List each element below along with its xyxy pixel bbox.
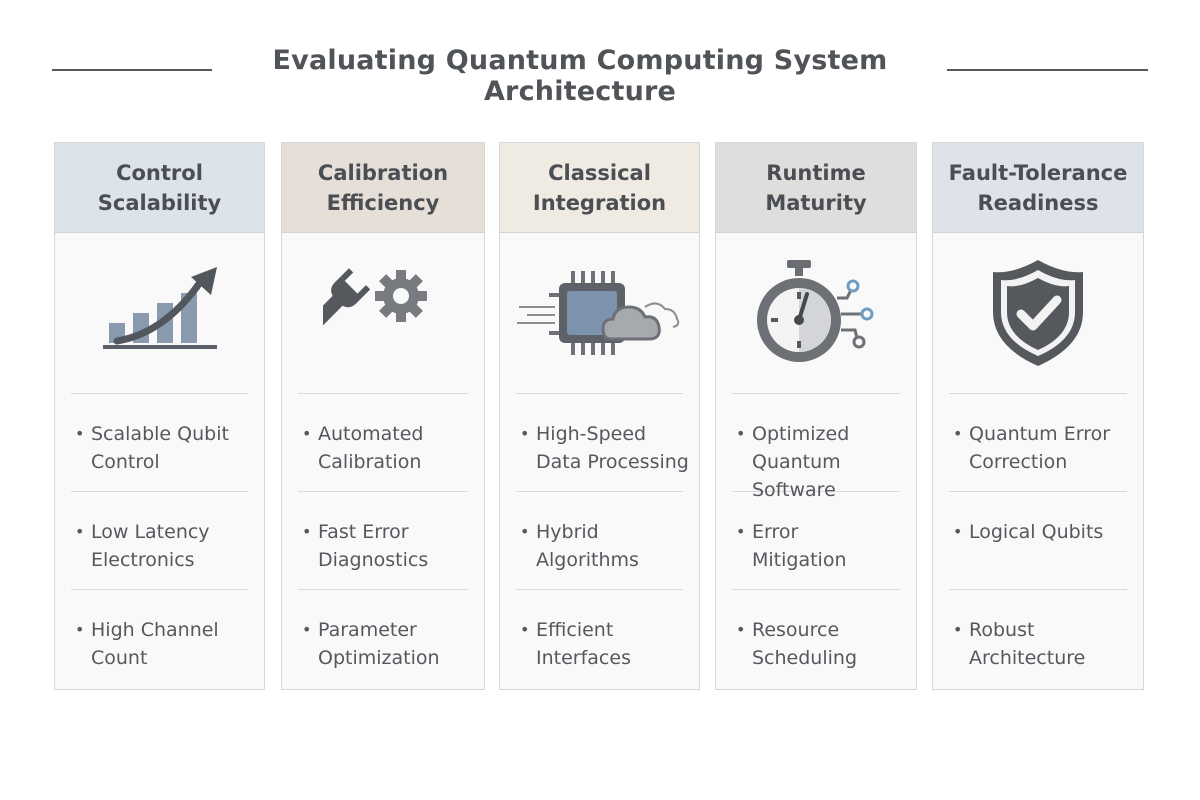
growth-chart-icon	[102, 267, 217, 349]
icon-area	[716, 233, 916, 393]
column-fault-tolerance-readiness: Fault-Tolerance Readiness •Quantum Error…	[932, 142, 1144, 690]
divider	[71, 491, 248, 492]
divider	[71, 589, 248, 590]
list-item: •Parameter Optimization	[302, 619, 440, 669]
column-heading: Calibration Efficiency	[282, 143, 484, 233]
list-item: •Robust Architecture	[953, 619, 1086, 669]
divider	[949, 491, 1127, 492]
divider	[516, 393, 683, 394]
column-heading: Runtime Maturity	[716, 143, 916, 233]
column-control-scalability: Control Scalability •Scalable Qubit Cont…	[54, 142, 265, 690]
wrench-gear-icon	[323, 268, 427, 348]
title-rule-right	[947, 69, 1148, 71]
divider	[71, 393, 248, 394]
icon-area	[933, 233, 1143, 393]
divider	[298, 491, 468, 492]
list-item: •Optimized Quantum Software	[736, 423, 850, 501]
list-item: •Resource Scheduling	[736, 619, 858, 669]
divider	[732, 491, 900, 492]
list-item: •Quantum Error Correction	[953, 423, 1111, 473]
list-item: •High Channel Count	[75, 619, 219, 669]
divider	[732, 589, 900, 590]
divider	[298, 589, 468, 590]
column-heading: Control Scalability	[55, 143, 264, 233]
divider	[949, 589, 1127, 590]
column-heading: Classical Integration	[500, 143, 699, 233]
list-item: •Hybrid Algorithms	[520, 521, 639, 571]
divider	[516, 491, 683, 492]
column-runtime-maturity: Runtime Maturity •Optimized Quantum Soft…	[715, 142, 917, 690]
list-item: •Low Latency Electronics	[75, 521, 210, 571]
divider	[732, 393, 900, 394]
list-item: •Scalable Qubit Control	[75, 423, 229, 473]
title-row: Evaluating Quantum Computing System Arch…	[0, 40, 1200, 107]
title-rule-left	[52, 69, 212, 71]
divider	[516, 589, 683, 590]
icon-area	[55, 233, 264, 393]
list-item: •Efficient Interfaces	[520, 619, 631, 669]
list-item: •High-Speed Data Processing	[520, 423, 689, 473]
list-item: •Automated Calibration	[302, 423, 424, 473]
page-title: Evaluating Quantum Computing System Arch…	[272, 45, 888, 107]
shield-check-icon	[993, 259, 1083, 366]
icon-area	[282, 233, 484, 393]
stopwatch-icon	[757, 260, 874, 362]
list-item: •Fast Error Diagnostics	[302, 521, 429, 571]
chip-cloud-icon	[516, 271, 679, 355]
column-heading: Fault-Tolerance Readiness	[933, 143, 1143, 233]
column-classical-integration: Classical Integration •High-Speed	[499, 142, 700, 690]
list-item: •Logical Qubits	[953, 521, 1104, 543]
list-item: •Error Mitigation	[736, 521, 847, 571]
divider	[298, 393, 468, 394]
icon-area	[500, 233, 699, 393]
column-calibration-efficiency: Calibration Efficiency	[281, 142, 485, 690]
divider	[949, 393, 1127, 394]
